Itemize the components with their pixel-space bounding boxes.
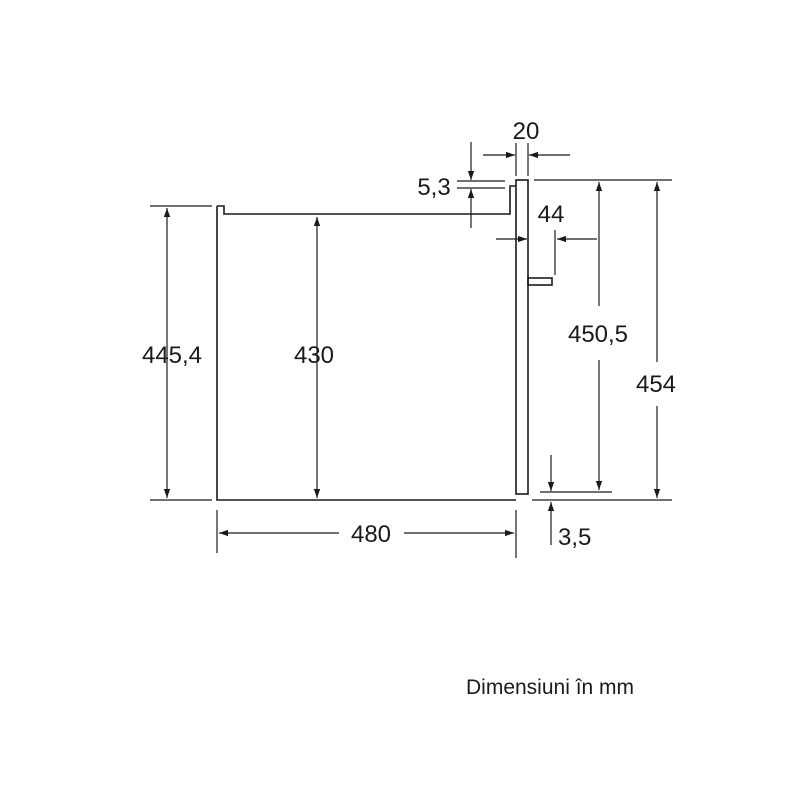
dimension-label-right-height: 450,5 [568, 321, 628, 348]
dimension-label-top-offset: 5,3 [417, 174, 450, 201]
dimension-label-total-width: 480 [351, 521, 391, 548]
dimension-right-height: 450,5 [568, 182, 628, 490]
dimension-label-handle-depth: 44 [538, 201, 565, 228]
dimension-front-thickness: 20 [483, 118, 570, 159]
dimension-label-inner-height: 430 [294, 342, 334, 369]
appliance-outline [216, 179, 553, 501]
dimension-bottom-offset: 3,5 [547, 455, 591, 551]
dimension-inner-height: 430 [294, 217, 334, 498]
dimension-label-bottom-offset: 3,5 [558, 524, 591, 551]
dimension-outer-height: 454 [636, 182, 676, 498]
dimension-label-front-thickness: 20 [513, 118, 540, 145]
dimension-label-outer-height: 454 [636, 371, 676, 398]
dimension-handle-depth: 44 [496, 201, 597, 275]
dimension-total-width: 480 [219, 521, 514, 548]
dimension-left-height: 445,4 [142, 208, 202, 498]
units-caption: Dimensiuni în mm [466, 676, 634, 699]
extension-lines [150, 143, 672, 558]
dimension-label-left-height: 445,4 [142, 342, 202, 369]
dimension-top-offset: 5,3 [417, 142, 475, 228]
